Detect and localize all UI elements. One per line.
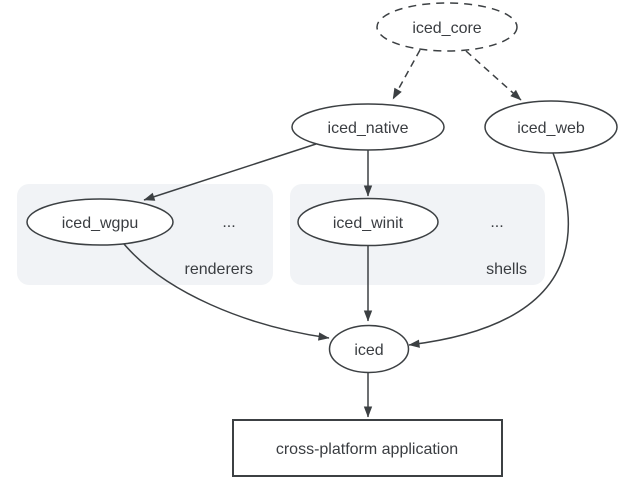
node-iced-core-label: iced_core <box>412 20 481 37</box>
group-shells-label: shells <box>486 261 527 278</box>
group-renderers-label: renderers <box>185 261 253 278</box>
node-iced-web-ellipse <box>484 100 618 154</box>
edge-iced-web-to-iced <box>408 152 570 348</box>
node-iced-web: iced_web <box>484 100 618 154</box>
renderers-ellipsis: ... <box>222 214 235 231</box>
node-iced-label: iced <box>354 342 383 359</box>
node-iced-native-label: iced_native <box>328 120 409 137</box>
edge-iced-wgpu-to-iced <box>123 243 330 341</box>
node-iced-native: iced_native <box>291 103 445 151</box>
node-iced-wgpu-ellipse <box>26 198 174 246</box>
edge-iced-native-to-iced-wgpu <box>143 143 317 201</box>
node-iced-winit-ellipse <box>297 197 439 247</box>
node-iced-native-ellipse <box>291 103 445 151</box>
shells-ellipsis: ... <box>490 214 503 231</box>
node-iced-wgpu-label: iced_wgpu <box>62 215 139 232</box>
node-iced-winit-label: iced_winit <box>333 215 404 232</box>
edge-iced-core-to-iced-native <box>392 49 421 100</box>
edge-iced-core-to-iced-web <box>465 50 522 101</box>
node-application: cross-platform application <box>232 419 503 477</box>
node-iced-core-ellipse <box>376 2 518 52</box>
node-iced-web-label: iced_web <box>517 120 585 137</box>
node-iced-core: iced_core <box>376 2 518 52</box>
node-iced-ellipse <box>328 324 410 374</box>
node-iced-wgpu: iced_wgpu <box>26 198 174 246</box>
node-application-box <box>232 419 503 477</box>
node-iced: iced <box>328 324 410 374</box>
node-application-label: cross-platform application <box>276 441 458 458</box>
node-iced-winit: iced_winit <box>297 197 439 247</box>
